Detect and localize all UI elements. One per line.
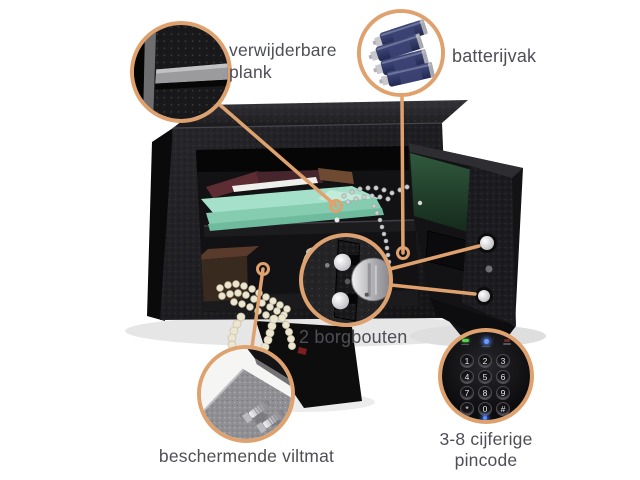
blue-led-icon bbox=[483, 339, 489, 344]
battery-photo bbox=[361, 13, 441, 93]
felt-mat-photo bbox=[201, 349, 291, 439]
keypad-key: 0 bbox=[478, 402, 492, 416]
keypad-key: 4 bbox=[460, 370, 474, 384]
keypad-key: 2 bbox=[478, 354, 492, 368]
keypad-key: 7 bbox=[460, 386, 474, 400]
lock-bolts-photo bbox=[303, 237, 389, 323]
callout-circle-battery bbox=[357, 9, 445, 97]
keypad-key: * bbox=[460, 402, 474, 416]
mint-folders bbox=[201, 186, 384, 231]
label-pincode: 3-8 cijferige pincode bbox=[439, 429, 533, 470]
lock-cylinder bbox=[351, 257, 389, 302]
green-led-icon bbox=[461, 339, 469, 342]
red-led-icon bbox=[504, 339, 510, 342]
label-battery-compartment: batterijvak bbox=[452, 46, 537, 66]
label-removable-shelf: verwijderbare plank bbox=[229, 40, 337, 82]
label-locking-bolts: 2 borgbouten bbox=[299, 327, 408, 347]
callout-circle-removable-shelf bbox=[130, 21, 232, 123]
keypad-key: 5 bbox=[478, 370, 492, 384]
keypad-key: 6 bbox=[496, 370, 510, 384]
leader-lines bbox=[218, 95, 481, 349]
shelf-photo bbox=[134, 25, 228, 119]
callout-circle-felt-mat bbox=[197, 345, 295, 443]
door-locking-bolts bbox=[475, 233, 497, 305]
battery bbox=[368, 19, 435, 87]
label-protective-felt-mat: beschermende viltmat bbox=[158, 446, 335, 466]
point-markers bbox=[256, 199, 410, 276]
keypad-key: # bbox=[496, 402, 510, 416]
callout-circle-locking-bolts bbox=[299, 233, 393, 327]
keypad-blue-led bbox=[483, 416, 487, 420]
jewelry-box bbox=[196, 246, 259, 302]
keypad-key: 3 bbox=[496, 354, 510, 368]
safe-base-corner bbox=[256, 321, 362, 408]
keypad-key: 9 bbox=[496, 386, 510, 400]
mounting-bolts bbox=[239, 399, 285, 435]
keypad-status-leds bbox=[461, 339, 511, 347]
keypad-key: 8 bbox=[478, 386, 492, 400]
keypad-key: 1 bbox=[460, 354, 474, 368]
